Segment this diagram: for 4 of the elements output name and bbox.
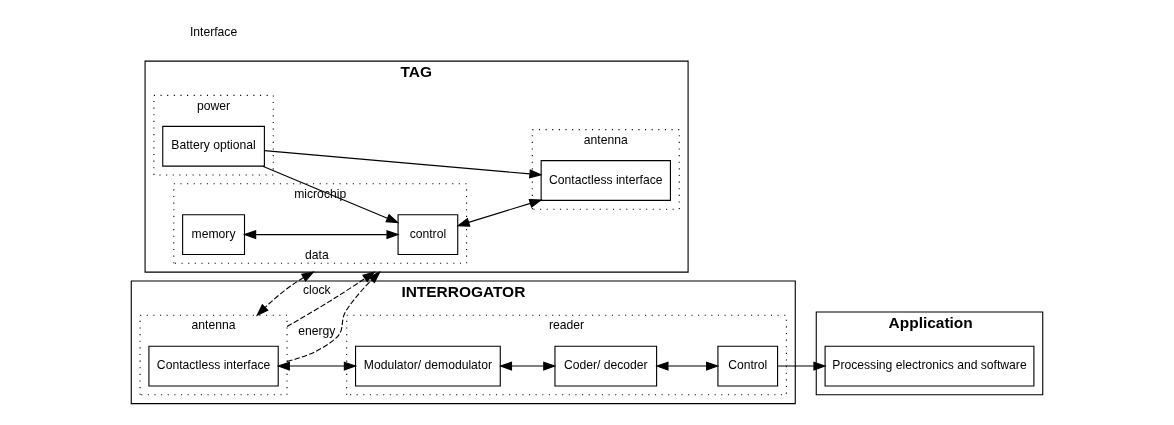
edge-label: data [305,247,329,262]
label: Interface [189,24,238,39]
edge-label: clock [303,283,331,298]
edge-label: energy [298,323,336,338]
